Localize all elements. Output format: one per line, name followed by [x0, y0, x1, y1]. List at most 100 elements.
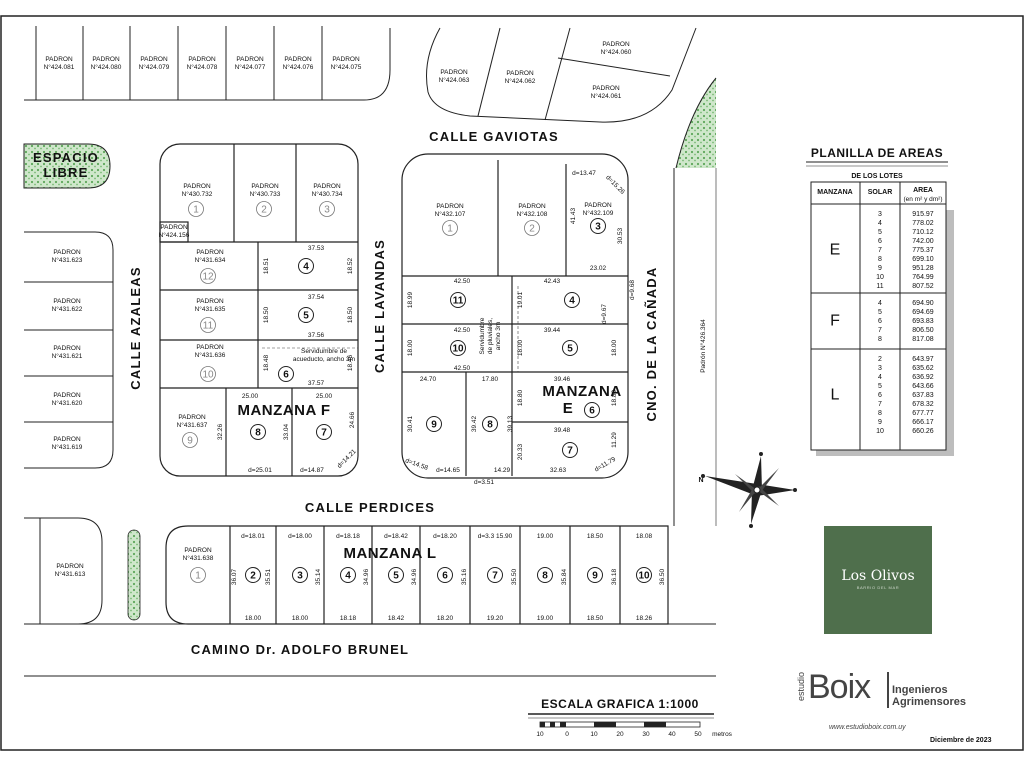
- lot-l-7: 7: [492, 571, 498, 582]
- lot-f-gray-9-marker: [182, 432, 198, 448]
- area-row-E-7-solar: 7: [878, 247, 882, 254]
- lot-l-5-marker: [388, 567, 404, 583]
- street-canada: CNO. DE LA CAÑADA: [644, 267, 659, 422]
- padron-left-1-word: PADRON: [53, 298, 81, 305]
- street-brunel: CAMINO Dr. ADOLFO BRUNEL: [191, 642, 409, 657]
- dim-l-bottom-3: 18.42: [388, 615, 405, 622]
- padron-left-1: N°431.622: [52, 305, 83, 313]
- dim-l-top-4: d=18.20: [433, 533, 457, 540]
- area-row-L-6-area: 637.83: [912, 392, 934, 399]
- dim-l-bottom-7: 18.50: [587, 615, 604, 622]
- dim-l-bottom-6: 19.00: [537, 615, 554, 622]
- lot-l-3: 3: [297, 571, 303, 582]
- padron-426364: Padrón N°426.364: [699, 319, 707, 373]
- dim-f-5: 18.50: [347, 306, 354, 323]
- lot-l-2-marker: [245, 567, 261, 583]
- lot-e-5-marker: [562, 340, 578, 356]
- dim-f-16: d=14.87: [300, 467, 324, 474]
- manzana-l-title: MANZANA L: [343, 545, 436, 562]
- dim-e-33: d=3.51: [474, 479, 494, 486]
- scale-tick-2: 10: [590, 731, 598, 738]
- padron-f-1: N°430.733: [250, 190, 281, 198]
- area-row-E-4-area: 778.02: [912, 220, 934, 227]
- area-row-L-3-area: 635.62: [912, 365, 934, 372]
- dim-e-23: 18.80: [611, 389, 618, 406]
- dim-l-bottom-1: 18.00: [292, 615, 309, 622]
- dim-f-7: 18.48: [263, 354, 270, 371]
- dim-e-10: d=9.68: [629, 280, 636, 300]
- area-row-E-11-solar: 11: [876, 283, 883, 290]
- dim-f-0: 37.53: [308, 245, 325, 252]
- dim-l-top-5: d=3.3 15.90: [478, 533, 513, 540]
- area-row-L-2-area: 643.97: [912, 356, 934, 363]
- dim-e-16: 42.50: [454, 365, 471, 372]
- area-group-L: L: [831, 387, 840, 404]
- dim-l-top-1: d=18.00: [288, 533, 312, 540]
- studio-role-2: Agrimensores: [892, 696, 966, 708]
- padron-top-1: N°424.080: [91, 63, 122, 71]
- los-olivos-subtext: BARRIO DEL MAR: [856, 585, 900, 590]
- lot-e-6: 6: [589, 406, 595, 417]
- studio-logo-text: Boix: [808, 668, 871, 706]
- padron-top-right-3-word: PADRON: [592, 85, 620, 92]
- left-padrones: [24, 231, 114, 469]
- lot-f-gray-11: 11: [203, 321, 214, 332]
- padron-top-6-word: PADRON: [332, 56, 360, 63]
- dim-e-4: 23.02: [590, 265, 607, 272]
- lot-f-5-marker: [298, 307, 314, 323]
- area-row-L-2-solar: 2: [878, 356, 882, 363]
- area-row-E-6-solar: 6: [878, 238, 882, 245]
- area-row-E-6-area: 742.00: [912, 238, 934, 245]
- area-row-L-8-solar: 8: [878, 410, 882, 417]
- padron-top-right-2: N°424.060: [601, 48, 632, 56]
- lot-l-9: 9: [592, 571, 598, 582]
- studio-small-text: estudio: [796, 672, 806, 702]
- dim-e-5: 42.50: [454, 278, 471, 285]
- padron-top-right-0: N°424.063: [439, 76, 470, 84]
- lot-l-6: 6: [442, 571, 448, 582]
- lot-e-gray-1-marker: [442, 220, 458, 236]
- lot-f-8: 8: [255, 428, 261, 439]
- studio-logo-divider: [887, 672, 889, 708]
- dim-l-side-7: 35.84: [561, 568, 568, 585]
- padron-top-3-word: PADRON: [188, 56, 216, 63]
- lot-e-10-marker: [450, 340, 466, 356]
- scale-tick-4: 30: [642, 731, 650, 738]
- lot-l-gray-1: 1: [195, 571, 201, 582]
- compass-north-label: N: [698, 477, 703, 484]
- lot-l-4: 4: [345, 571, 351, 582]
- dim-e-21: 39.42: [471, 415, 478, 432]
- lot-l-10-marker: [636, 567, 652, 583]
- street-gaviotas: CALLE GAVIOTAS: [429, 129, 559, 144]
- padron-f-3-word: PADRON: [160, 224, 188, 231]
- scale-tick-1: 0: [565, 731, 569, 738]
- area-table-header-solar: SOLAR: [868, 189, 893, 196]
- dim-f-6: 37.56: [308, 332, 325, 339]
- padron-top-4: N°424.077: [235, 63, 266, 71]
- north-arrow-icon: [701, 452, 797, 528]
- dim-e-3: 30.53: [617, 227, 624, 244]
- los-olivos-logo: [824, 526, 932, 634]
- area-group-E: E: [830, 242, 841, 259]
- dim-e-14: 18.00: [517, 339, 524, 356]
- padron-f-5-word: PADRON: [196, 298, 224, 305]
- dim-l-side-8: 36.18: [611, 568, 618, 585]
- servidumbre-f-2: acueducto, ancho 3m: [293, 356, 355, 363]
- dim-e-8: 19.01: [517, 291, 524, 308]
- green-strip-north: [676, 78, 716, 168]
- padron-top-right-1: N°424.062: [505, 77, 536, 85]
- dim-l-bottom-5: 19.20: [487, 615, 504, 622]
- padron-f-2-word: PADRON: [313, 183, 341, 190]
- dim-e-18: 17.80: [482, 376, 499, 383]
- top-left-padrones: [24, 26, 391, 101]
- dim-e-9: d=9.67: [601, 304, 608, 324]
- padron-f-7-word: PADRON: [178, 414, 206, 421]
- lot-l-3-marker: [292, 567, 308, 583]
- manzana-l-outline: [165, 525, 669, 625]
- dim-f-3: 37.54: [308, 294, 325, 301]
- scale-tick-5: 40: [668, 731, 676, 738]
- padron-top-right-2-word: PADRON: [602, 41, 630, 48]
- plan-date: Diciembre de 2023: [930, 737, 992, 744]
- lot-e-8: 8: [487, 420, 493, 431]
